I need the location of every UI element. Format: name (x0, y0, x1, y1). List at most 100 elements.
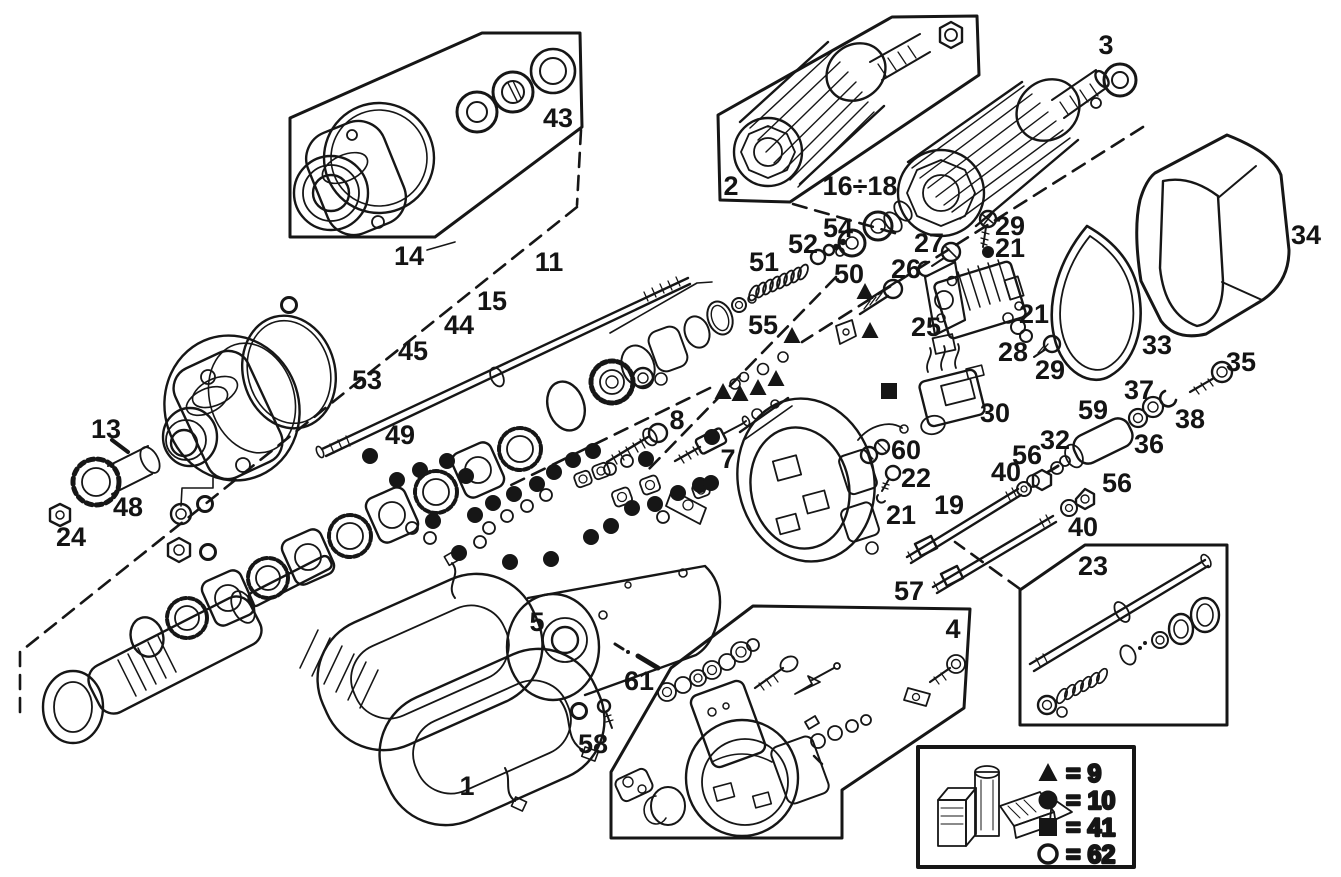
part-label-44: 44 (444, 310, 474, 340)
part-label-4: 4 (945, 614, 960, 644)
dot-marker (585, 443, 601, 459)
screw-29-top (978, 209, 998, 248)
part-label-19: 19 (934, 490, 964, 520)
washer-26 (917, 260, 931, 278)
circle-marker (570, 702, 588, 720)
bolt-50 (835, 278, 904, 345)
part-label-49: 49 (385, 420, 415, 450)
bolt-in-box4 (928, 654, 966, 685)
armature-5 (505, 564, 722, 729)
part-label-55: 55 (748, 310, 778, 340)
legend-entries: = 9= 10= 41= 62 (1037, 759, 1117, 870)
legend-entry-text: = 9 (1066, 760, 1101, 788)
dot-marker (624, 500, 640, 516)
part-label-56: 56 (1102, 468, 1132, 498)
part-label-23: 23 (1078, 551, 1108, 581)
kit-box-43-outline (288, 31, 584, 239)
spring-51 (748, 263, 809, 302)
legend-square-icon (1039, 818, 1057, 836)
part-label-29: 29 (995, 211, 1025, 241)
bolt-8 (605, 422, 669, 465)
part-label-21: 21 (1019, 299, 1049, 329)
circle-marker (196, 495, 214, 513)
dot-marker (389, 472, 405, 488)
part-label-26: 26 (891, 254, 921, 284)
part-label-16÷18: 16÷18 (823, 171, 898, 201)
washer-plate-row (129, 358, 668, 658)
dot-marker (565, 452, 581, 468)
shaft-nut-washers (166, 502, 193, 564)
screw-22 (881, 464, 902, 492)
circle-marker (199, 543, 217, 561)
part-label-24: 24 (56, 522, 86, 552)
part-label-35: 35 (1226, 347, 1256, 377)
legend-package-art (937, 765, 1073, 847)
dot-marker (704, 429, 720, 445)
dot-marker (467, 507, 483, 523)
dot-marker (362, 448, 378, 464)
legend-entry-text: = 10 (1066, 787, 1115, 815)
kit-box-4 (609, 604, 972, 840)
ring-set-55 (620, 294, 757, 388)
part-label-2: 2 (723, 171, 738, 201)
triangle-marker (749, 379, 767, 395)
legend-dot-icon (1038, 790, 1058, 810)
part-label-59: 59 (1078, 395, 1108, 425)
part-label-25: 25 (911, 312, 941, 342)
bearing-3 (1090, 62, 1138, 109)
washer-21-top (982, 246, 994, 258)
screw-29-bottom (1033, 334, 1062, 358)
part-label-56: 56 (1012, 440, 1042, 470)
commutator-end-shield (736, 396, 880, 563)
circle-marker (280, 296, 298, 314)
triangle-marker (861, 322, 879, 338)
part-label-13: 13 (91, 414, 121, 444)
part-label-50: 50 (834, 259, 864, 289)
shaft-nut (938, 20, 964, 50)
part-label-51: 51 (749, 247, 779, 277)
relay-30 (918, 333, 986, 436)
screw-58 (596, 698, 614, 729)
dot-marker (703, 475, 719, 491)
dot-marker (543, 551, 559, 567)
right-small-parts-cluster (1016, 360, 1234, 517)
part-label-54: 54 (823, 213, 853, 243)
box4-parts-row (657, 638, 966, 766)
part-label-5: 5 (529, 607, 544, 637)
part-label-40: 40 (991, 457, 1021, 487)
part-label-60: 60 (891, 435, 921, 465)
kit-box-43 (288, 31, 584, 239)
part-label-53: 53 (352, 365, 382, 395)
part-label-27: 27 (914, 228, 944, 258)
kit-box-23 (1018, 543, 1229, 727)
part-label-33: 33 (1142, 330, 1172, 360)
armature-16-18 (883, 62, 1138, 238)
brush-60-and-screw-22 (857, 423, 909, 504)
part-label-32: 32 (1040, 425, 1070, 455)
clutch-shaft (41, 554, 333, 745)
kit-box-4-outline (609, 604, 972, 840)
dot-marker (583, 529, 599, 545)
pin-61 (613, 642, 661, 671)
boot-34 (1135, 133, 1291, 338)
square-marker (881, 383, 897, 399)
kit-box-2-outline (716, 14, 981, 204)
dot-marker (546, 464, 562, 480)
belt-33 (1050, 224, 1142, 382)
snap-ring-38 (1158, 389, 1178, 408)
triangle-marker (714, 383, 732, 399)
bolt-35 (1188, 360, 1234, 395)
dot-marker (670, 485, 686, 501)
part-label-37: 37 (1124, 375, 1154, 405)
part-label-58: 58 (578, 729, 608, 759)
nut-24 (48, 502, 72, 528)
dot-marker (451, 545, 467, 561)
legend-entry-text: = 41 (1066, 814, 1115, 842)
part-label-43: 43 (543, 103, 573, 133)
legend-box-outline (916, 745, 1136, 869)
part-label-21: 21 (995, 233, 1025, 263)
legend-circle-icon (1037, 843, 1059, 865)
dot-marker (439, 453, 455, 469)
shaft-49 (315, 276, 692, 459)
